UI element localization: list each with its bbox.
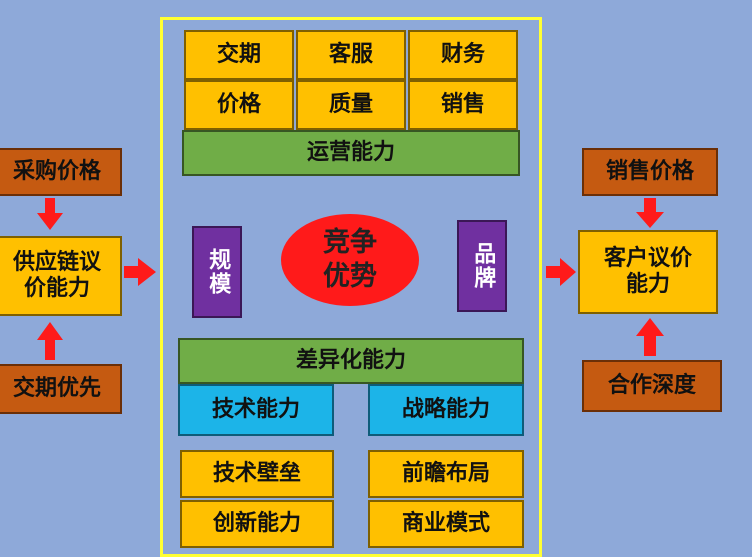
connector-arrows <box>37 198 664 360</box>
grid-cell-delivery: 交期 <box>184 30 294 80</box>
arrow-purchase-to-supply <box>37 198 63 230</box>
customer-bargaining-box: 客户议价 能力 <box>578 230 718 314</box>
tech-barrier-box: 技术壁垒 <box>180 450 334 498</box>
grid-cell-price: 价格 <box>184 80 294 130</box>
arrow-sales-to-customer <box>636 198 664 228</box>
grid-cell-finance: 财务 <box>408 30 518 80</box>
cooperation-depth-box: 合作深度 <box>582 360 722 412</box>
tech-ability-box: 技术能力 <box>178 384 334 436</box>
strategy-ability-box: 战略能力 <box>368 384 524 436</box>
grid-cell-sales: 销售 <box>408 80 518 130</box>
delivery-priority-box: 交期优先 <box>0 364 122 414</box>
purchase-price-box: 采购价格 <box>0 148 122 196</box>
business-model-box: 商业模式 <box>368 500 524 548</box>
sales-price-box: 销售价格 <box>582 148 718 196</box>
differentiation-bar: 差异化能力 <box>178 338 524 384</box>
arrow-core-to-customer <box>546 258 576 286</box>
arrow-cooperation-to-customer <box>636 318 664 356</box>
supply-chain-bargaining-box: 供应链议 价能力 <box>0 236 122 316</box>
foresight-box: 前瞻布局 <box>368 450 524 498</box>
grid-cell-service: 客服 <box>296 30 406 80</box>
competitive-advantage-oval: 竞争 优势 <box>281 214 419 306</box>
core-label: 竞争 优势 <box>323 227 377 292</box>
arrow-supply-to-core <box>124 258 156 286</box>
scale-tag: 规模 <box>192 226 242 318</box>
arrow-delivery-to-supply <box>37 322 63 360</box>
grid-cell-quality: 质量 <box>296 80 406 130</box>
brand-tag: 品牌 <box>457 220 507 312</box>
operations-bar: 运营能力 <box>182 130 520 176</box>
